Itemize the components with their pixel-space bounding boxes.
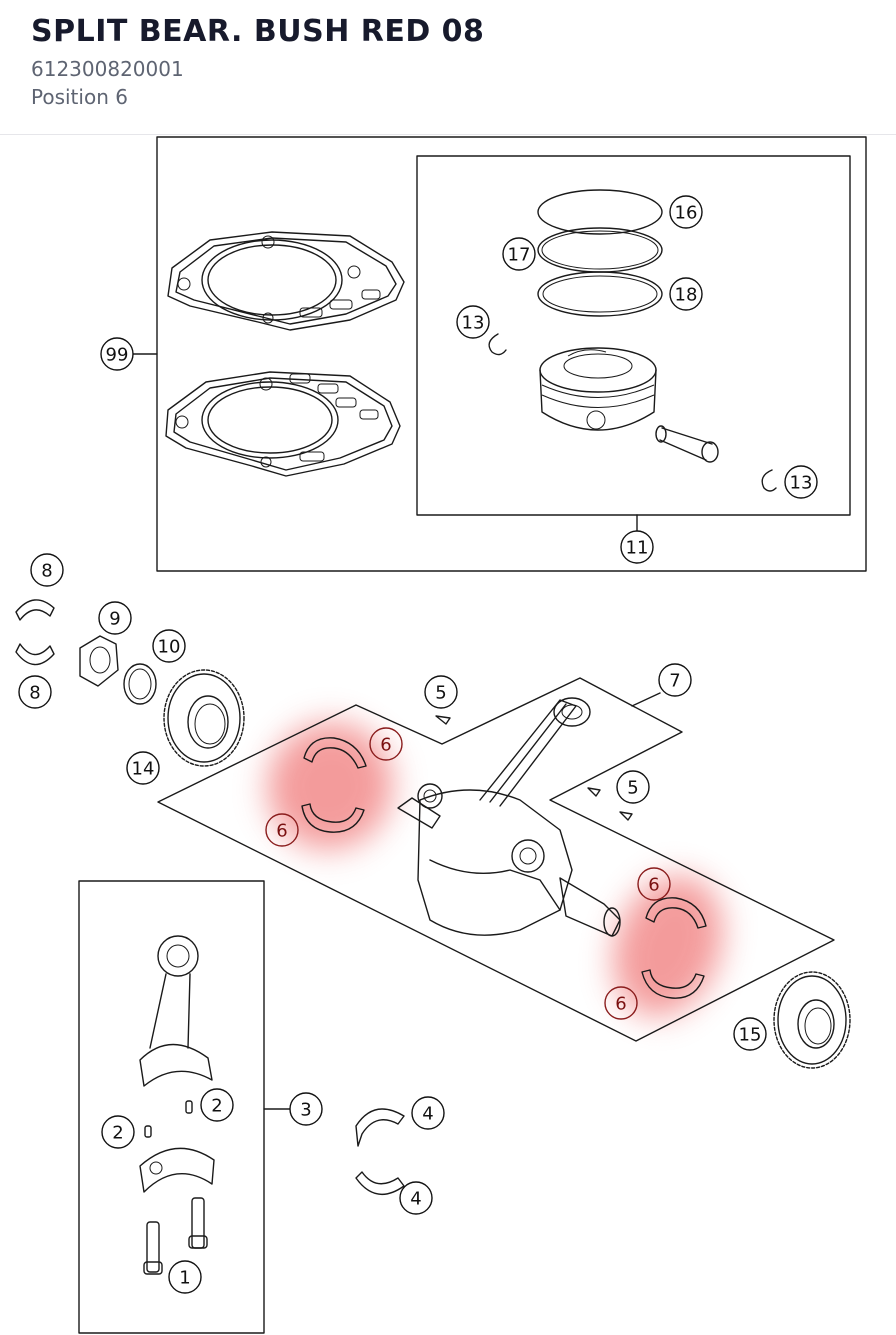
callout-9[interactable]: 9 [98,601,132,635]
callout-number: 6 [648,875,659,896]
callout-18[interactable]: 18 [669,277,703,311]
part-header: SPLIT BEAR. BUSH RED 08 612300820001 Pos… [0,0,896,135]
callout-10[interactable]: 10 [152,629,186,663]
callout-6[interactable]: 6 [604,986,638,1020]
connecting-rod-kit-frame [78,880,265,1334]
piston-kit-frame [416,155,851,516]
split-bearing-bush-6-left-lower[interactable] [301,803,365,833]
callout-5[interactable]: 5 [424,675,458,709]
bearing-shell-8-lower[interactable] [15,643,55,666]
callout-number: 6 [276,821,287,842]
cylinder-kit-frame [156,136,867,572]
callout-number: 13 [790,473,813,494]
part-number: 612300820001 [31,57,184,81]
callout-labels: 99 16 17 18 13 13 11 8 8 9 10 14 5 7 6 6 5 6 6 15 3 2 2 4 4 1 [18,195,818,1294]
callout-number: 4 [422,1104,433,1125]
callout-7[interactable]: 7 [658,663,692,697]
split-bearing-bush-6-left-upper[interactable] [303,737,367,769]
piston-ring-top[interactable] [537,189,663,235]
callout-number: 3 [300,1100,311,1121]
callout-2[interactable]: 2 [200,1088,234,1122]
callout-99[interactable]: 99 [100,337,134,371]
piston-ring-oil[interactable] [537,271,663,317]
gear-14[interactable] [163,669,245,767]
callout-16[interactable]: 16 [669,195,703,229]
split-bearing-bush-6-right-upper[interactable] [645,897,707,929]
callout-14[interactable]: 14 [126,751,160,785]
bearing-shell-8-upper[interactable] [15,599,55,621]
washer[interactable] [123,663,157,705]
part-title: SPLIT BEAR. BUSH RED 08 [31,14,485,49]
highlight-region-left [267,722,393,850]
callout-number: 18 [675,285,698,306]
callout-11[interactable]: 11 [620,530,654,564]
callout-3[interactable]: 3 [289,1092,323,1126]
callout-2[interactable]: 2 [101,1115,135,1149]
crankshaft-assembly[interactable] [397,697,621,937]
callout-number: 5 [435,683,446,704]
callout-number: 11 [626,538,649,559]
gear-15[interactable] [773,971,851,1069]
dowel-pin-left[interactable] [144,1125,152,1138]
callout-number: 16 [675,203,698,224]
callout-number: 9 [109,609,120,630]
callout-1[interactable]: 1 [168,1260,202,1294]
callout-number: 10 [158,637,181,658]
cylinder-head-gasket-upper[interactable] [167,231,405,331]
bearing-shell-4-upper[interactable] [355,1108,405,1147]
callout-number: 6 [615,994,626,1015]
callout-number: 4 [410,1189,421,1210]
split-bearing-bush-6-right-lower[interactable] [641,969,705,999]
callout-number: 15 [739,1025,762,1046]
callout-number: 14 [132,759,155,780]
dowel-pin-right[interactable] [185,1100,193,1114]
callout-number: 2 [112,1123,123,1144]
cylinder-head-gasket-lower[interactable] [165,371,401,477]
circlip-left[interactable] [488,333,507,356]
callout-number: 13 [462,313,485,334]
callout-number: 2 [211,1096,222,1117]
callout-8[interactable]: 8 [18,675,52,709]
callout-number: 8 [41,561,52,582]
callout-13[interactable]: 13 [784,465,818,499]
piston[interactable] [539,347,657,431]
callout-15[interactable]: 15 [733,1017,767,1051]
callout-13[interactable]: 13 [456,305,490,339]
callout-6[interactable]: 6 [637,867,671,901]
callout-5[interactable]: 5 [616,770,650,804]
callout-8[interactable]: 8 [30,553,64,587]
callout-4[interactable]: 4 [399,1181,433,1215]
callout-17[interactable]: 17 [502,237,536,271]
piston-pin[interactable] [655,425,719,463]
callout-number: 99 [106,345,129,366]
callout-6[interactable]: 6 [369,727,403,761]
hex-nut[interactable] [79,635,119,687]
connecting-rod[interactable] [139,935,213,1087]
callout-number: 17 [508,245,531,266]
callout-number: 8 [29,683,40,704]
part-position: Position 6 [31,85,128,109]
callout-6[interactable]: 6 [265,813,299,847]
woodruff-key-top[interactable] [435,715,451,725]
callout-number: 6 [380,735,391,756]
connecting-rod-bolt-left[interactable] [143,1221,163,1275]
circlip-right[interactable] [761,469,777,492]
callout-number: 7 [669,671,680,692]
woodruff-key-right[interactable] [587,787,633,821]
connecting-rod-cap[interactable] [139,1147,215,1193]
bearing-shell-4-lower[interactable] [355,1171,405,1195]
callout-number: 1 [179,1268,190,1289]
callout-4[interactable]: 4 [411,1096,445,1130]
highlight-region-right [613,876,723,1016]
connecting-rod-bolt-right[interactable] [188,1197,208,1249]
crankshaft-frame [157,677,835,1042]
callout-number: 5 [627,778,638,799]
